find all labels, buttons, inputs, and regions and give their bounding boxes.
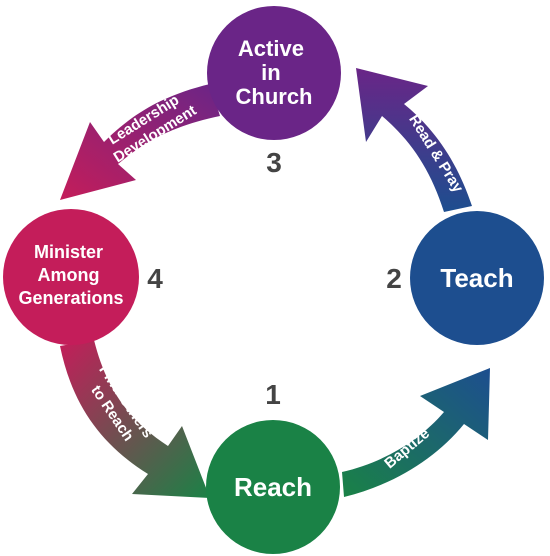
arrow-baptize: Baptize (342, 368, 490, 497)
step-number-1: 1 (265, 379, 281, 410)
node-teach-label: Teach (440, 263, 513, 293)
node-minister-circle (3, 209, 139, 345)
arrow-find-others: Find Others to Reach (60, 340, 210, 498)
node-active-label: Active in Church (236, 36, 313, 109)
step-number-3: 3 (266, 147, 282, 178)
node-minister: Minister Among Generations (3, 209, 139, 345)
arrow-leadership: Leadership Development (60, 84, 220, 200)
arrow-leadership-shape (60, 84, 220, 200)
step-number-2: 2 (386, 263, 402, 294)
arrow-baptize-shape (342, 368, 490, 497)
node-teach-circle (410, 211, 544, 345)
arrow-read-pray-shape (356, 68, 472, 212)
node-active: Active in Church (207, 6, 341, 140)
node-reach-label: Reach (234, 472, 312, 502)
node-teach: Teach (410, 211, 544, 345)
node-reach: Reach (206, 420, 340, 554)
node-reach-circle (206, 420, 340, 554)
arrow-find-others-shape (60, 340, 210, 498)
step-number-4: 4 (147, 263, 163, 294)
arrow-read-pray: Read & Pray (356, 68, 472, 212)
node-minister-label: Minister Among Generations (18, 242, 123, 308)
node-active-circle (207, 6, 341, 140)
